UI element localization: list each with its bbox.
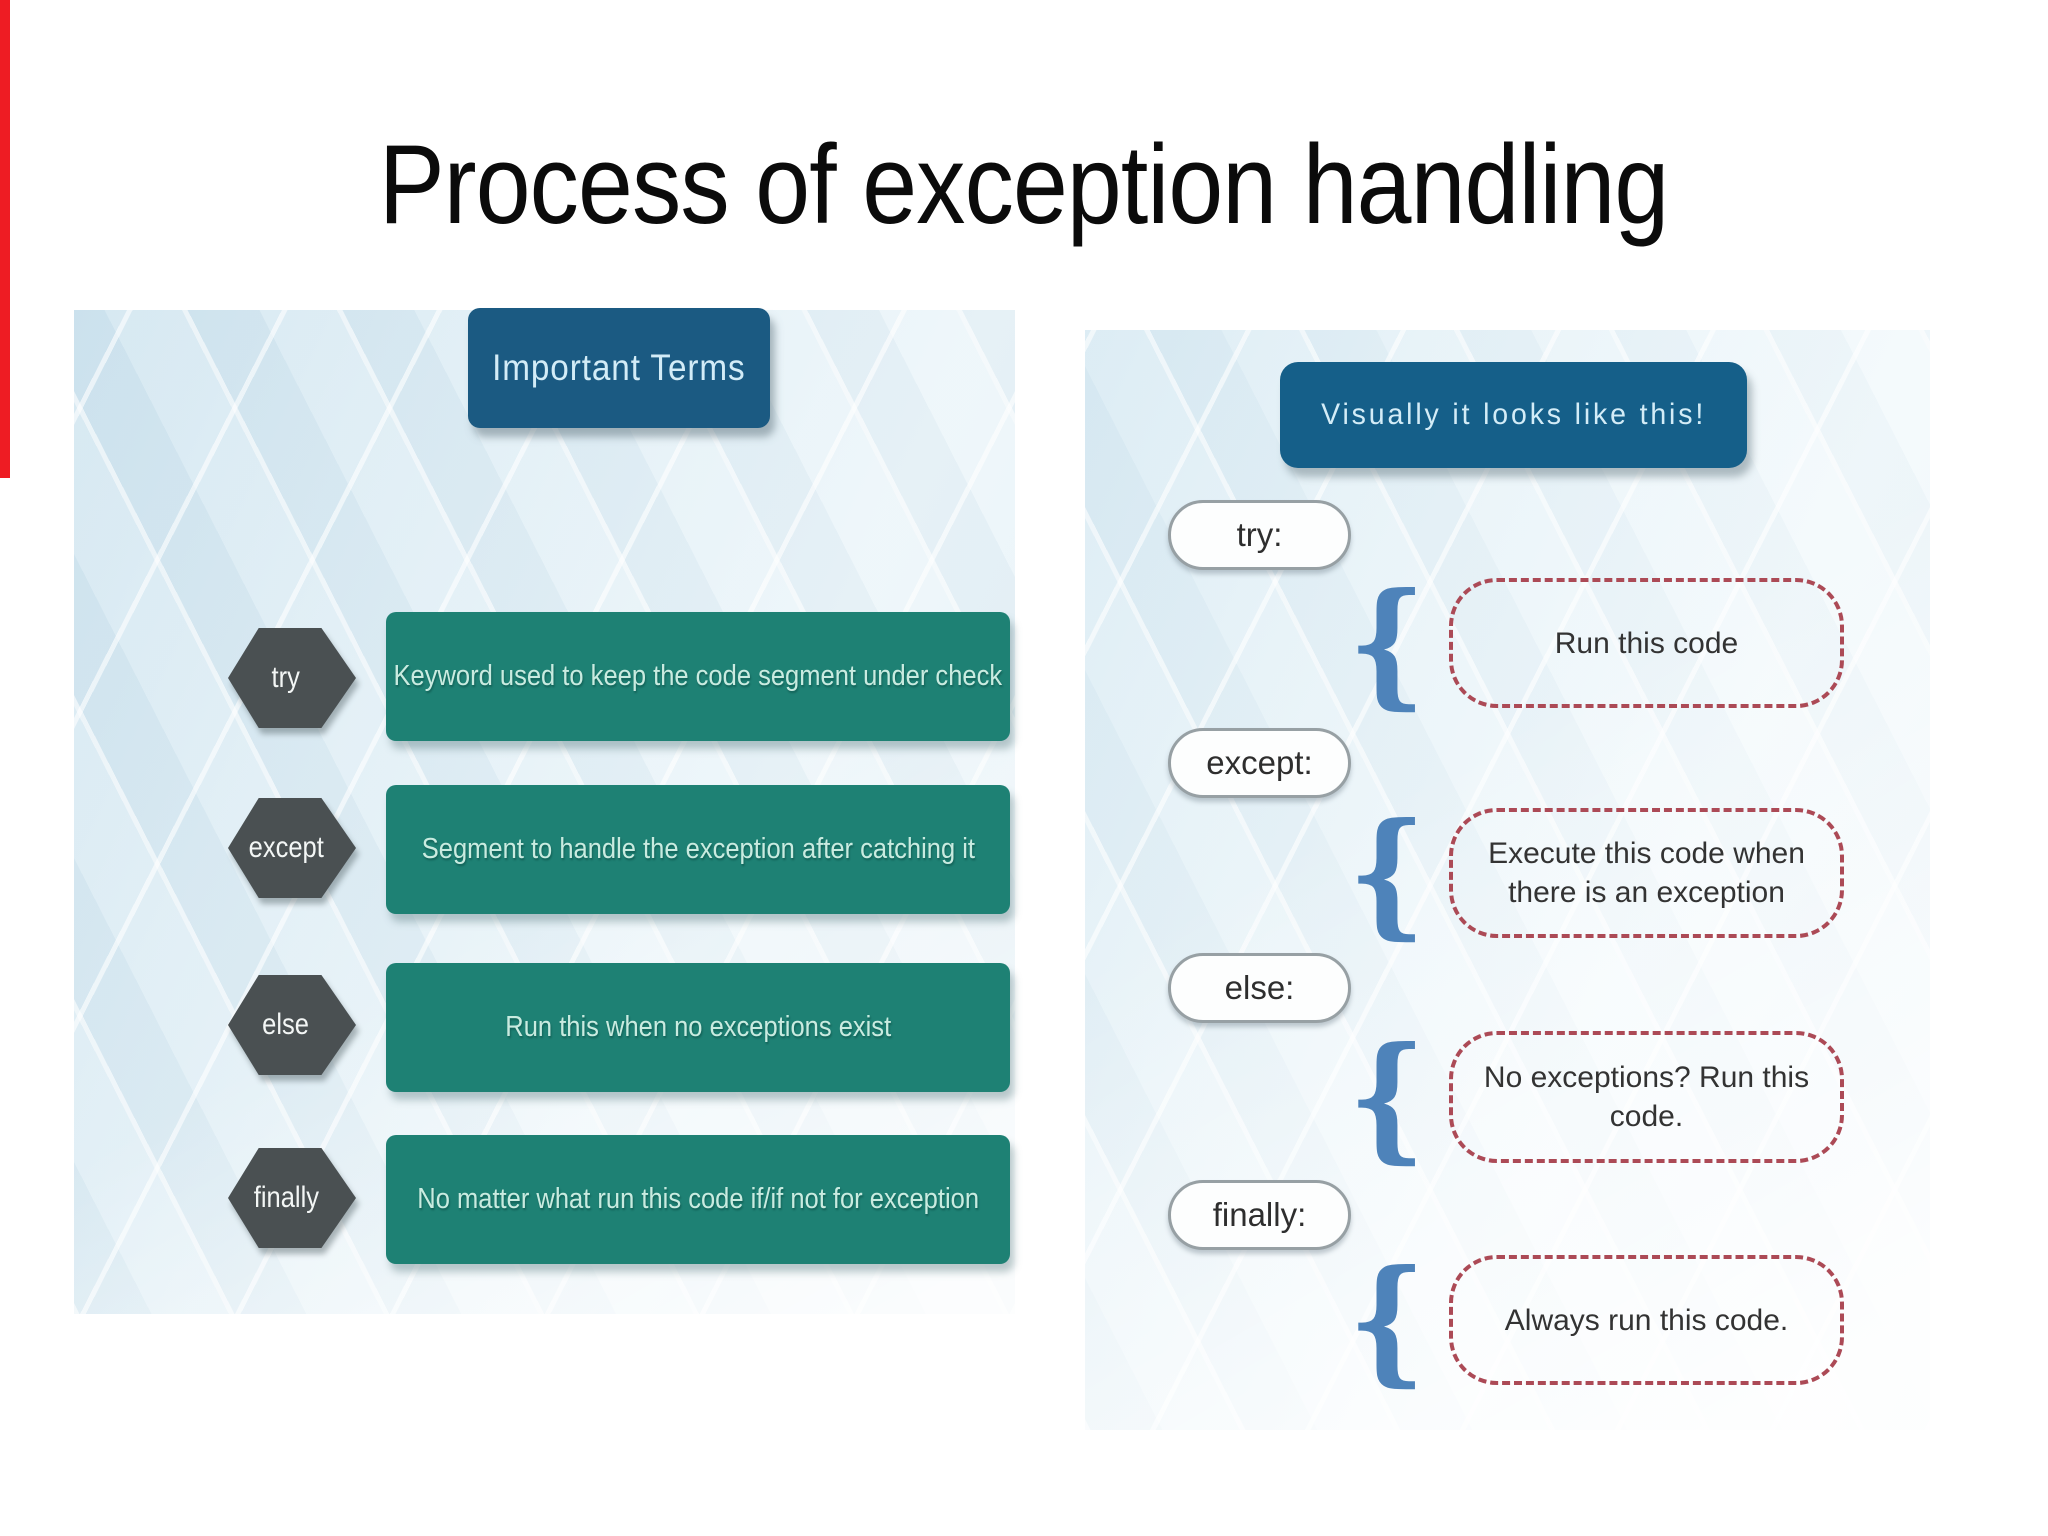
visual-panel-header: Visually it looks like this! <box>1280 362 1747 468</box>
keyword-pill-except: except: <box>1168 728 1351 798</box>
code-note-text: Run this code <box>1554 626 1739 660</box>
code-note-box: Always run this code. <box>1449 1255 1844 1385</box>
term-description-box: No matter what run this code if/if not f… <box>386 1135 1010 1264</box>
pill-label: except: <box>1206 744 1313 781</box>
visual-structure-panel: Visually it looks like this! try: { Run … <box>1085 330 1930 1430</box>
term-description-text: Keyword used to keep the code segment un… <box>393 660 1003 692</box>
pill-label: else: <box>1224 969 1295 1006</box>
page-title: Process of exception handling <box>0 126 2048 244</box>
keyword-pill-else: else: <box>1168 953 1351 1023</box>
curly-brace-icon: { <box>1348 793 1426 953</box>
keyword-label: else <box>262 1008 310 1041</box>
keyword-pill-finally: finally: <box>1168 1180 1351 1250</box>
keyword-label: except <box>248 831 324 864</box>
important-terms-header: Important Terms <box>468 308 770 428</box>
important-terms-panel: Important Terms try Keyword used to keep… <box>74 308 1015 1314</box>
code-note-text: Always run this code. <box>1504 1303 1789 1337</box>
term-description-text: Segment to handle the exception after ca… <box>421 833 975 865</box>
red-edge-strip <box>0 0 10 478</box>
curly-brace-icon: { <box>1348 1240 1426 1400</box>
term-description-box: Keyword used to keep the code segment un… <box>386 612 1010 741</box>
arrow-shape: except <box>228 798 356 898</box>
page-title-text: Process of exception handling <box>379 122 1669 247</box>
term-description-text: No matter what run this code if/if not f… <box>417 1183 979 1215</box>
pill-label: finally: <box>1212 1196 1307 1233</box>
pill-label: try: <box>1236 516 1283 553</box>
arrow-shape: try <box>228 628 356 728</box>
keyword-arrow-try: try <box>228 628 356 728</box>
term-description-box: Segment to handle the exception after ca… <box>386 785 1010 914</box>
visual-panel-header-label: Visually it looks like this! <box>1321 398 1706 431</box>
curly-brace-icon: { <box>1348 1017 1426 1177</box>
arrow-shape: finally <box>228 1148 356 1248</box>
code-note-text: No exceptions? Run this code. <box>1483 1061 1810 1133</box>
code-note-box: Run this code <box>1449 578 1844 708</box>
code-note-box: No exceptions? Run this code. <box>1449 1031 1844 1163</box>
keyword-pill-try: try: <box>1168 500 1351 570</box>
arrow-shape: else <box>228 975 356 1075</box>
keyword-arrow-else: else <box>228 975 356 1075</box>
curly-brace-icon: { <box>1348 563 1426 723</box>
keyword-arrow-except: except <box>228 798 356 898</box>
keyword-arrow-finally: finally <box>228 1148 356 1248</box>
term-description-box: Run this when no exceptions exist <box>386 963 1010 1092</box>
keyword-label: finally <box>253 1181 319 1214</box>
keyword-label: try <box>271 661 301 694</box>
important-terms-header-label: Important Terms <box>492 347 746 388</box>
code-note-text: Execute this code when there is an excep… <box>1488 837 1805 909</box>
code-note-box: Execute this code when there is an excep… <box>1449 808 1844 938</box>
term-description-text: Run this when no exceptions exist <box>505 1011 891 1043</box>
